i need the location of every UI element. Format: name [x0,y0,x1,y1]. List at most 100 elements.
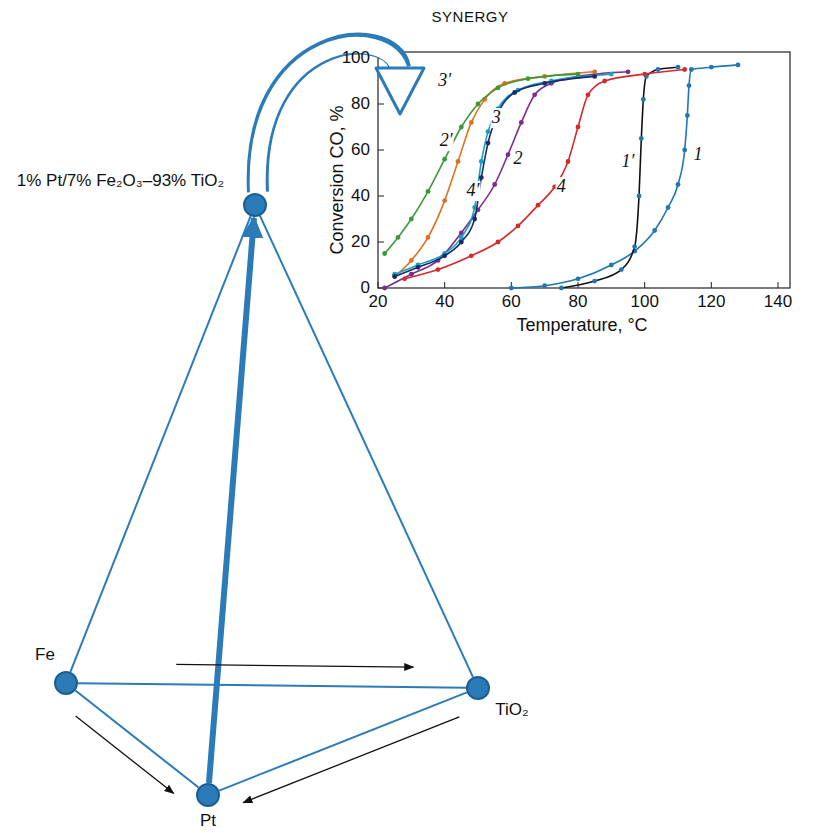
node-dot [466,676,490,700]
data-point [396,235,401,240]
node-label: TiO₂ [495,701,528,720]
data-point [576,276,581,281]
data-point [632,244,637,249]
tetrahedron-edge [75,690,198,787]
data-point [479,175,484,180]
data-point [409,258,414,263]
x-tick [644,282,645,288]
curve-number: 1 [693,145,704,165]
conversion-curve [511,65,738,288]
data-point [642,72,647,77]
tick-label: 20 [369,293,388,312]
component-node: Pt [196,783,220,807]
data-point [496,240,501,245]
conversion-curve [385,74,578,253]
data-point [676,65,681,70]
x-tick [444,282,445,288]
data-point [652,228,657,233]
node-label: 1% Pt/7% Fe₂O₃–93% TiO₂ [17,172,224,191]
node-dot [196,783,220,807]
data-point [676,182,681,187]
x-tick [378,282,379,288]
conversion-curve [395,72,595,277]
data-point [586,92,591,97]
tick-label: 20 [351,233,370,252]
data-point [626,69,631,74]
data-point [506,152,511,157]
curve-number: 3′ [437,71,452,91]
data-point [382,251,387,256]
data-point [685,113,690,118]
data-point [426,235,431,240]
axis-title: Conversion CO, % [328,105,348,254]
tick-label: 60 [502,293,521,312]
tick-label: 40 [351,187,370,206]
conversion-curve [395,76,595,276]
data-point [409,217,414,222]
data-point [736,63,741,68]
curve-number: 1′ [621,152,636,172]
x-tick [711,282,712,288]
synergy-arrow-head [376,68,424,114]
conversion-curve [561,67,678,288]
data-point [392,274,397,279]
conversion-curve [405,70,685,279]
data-point [592,69,597,74]
data-point [409,272,414,277]
data-point [641,97,646,102]
conversion-curves [382,63,740,291]
data-point [486,141,491,146]
data-point [656,67,661,72]
data-point [442,198,447,203]
plot-frame [378,52,790,288]
data-point [526,76,531,81]
data-point [509,286,514,291]
data-point [619,267,624,272]
data-point [382,286,387,291]
data-point [476,102,481,107]
data-point [559,286,564,291]
data-point [472,217,477,222]
data-point [637,194,642,199]
data-point [496,86,501,91]
data-point [519,120,524,125]
data-point [602,79,607,84]
node-dot [54,671,78,695]
data-point [469,253,474,258]
tick-label: 60 [351,141,370,160]
data-point [492,182,497,187]
curve-number: 4′ [466,181,481,201]
node-label: Pt [200,812,216,831]
tetrahedron-edge [219,692,467,790]
tetrahedron-edge [78,683,466,688]
tick-label: 100 [342,49,370,68]
direction-arrow [243,717,459,803]
data-point [576,72,581,77]
diagram-title: SYNERGY [432,9,509,26]
data-point [469,120,474,125]
data-point [532,92,537,97]
tick-label: 100 [630,293,658,312]
data-point [682,67,687,72]
data-point [516,224,521,229]
data-point [442,157,447,162]
data-point [459,240,464,245]
data-point [566,159,571,164]
data-point [512,90,517,95]
data-point [426,189,431,194]
tick-label: 80 [569,293,588,312]
data-point [639,136,644,141]
data-point [576,125,581,130]
node-dot [243,193,267,217]
data-point [542,283,547,288]
data-point [486,129,491,134]
direction-arrow [76,716,174,793]
node-label: Fe [35,646,55,665]
y-tick [378,150,384,151]
data-point [479,159,484,164]
y-tick [378,242,384,243]
y-tick [378,196,384,197]
tick-label: 140 [764,293,792,312]
data-point [666,205,671,210]
